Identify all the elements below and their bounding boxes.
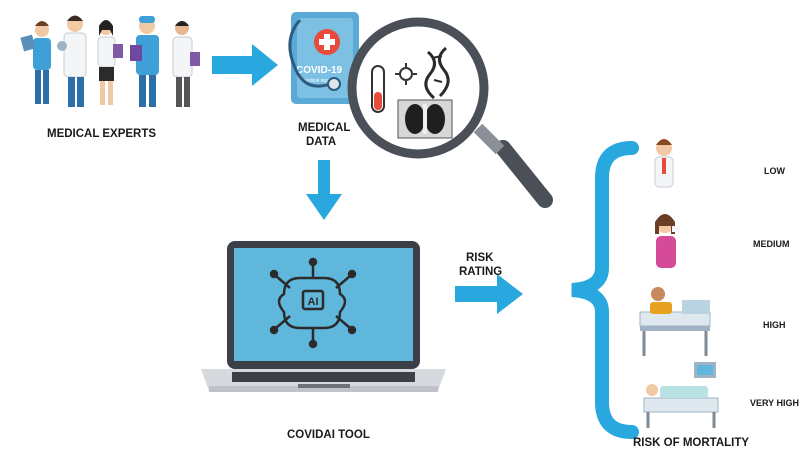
- covid-report-icon: COVID-19 medical report: [288, 12, 359, 104]
- hospital-bed-patient-icon: [639, 287, 711, 356]
- virus-icon: [395, 63, 417, 85]
- risk-of-mortality-label: RISK OF MORTALITY: [633, 437, 750, 449]
- chest-xray-icon: [397, 99, 453, 139]
- coughing-person-icon: [655, 214, 680, 268]
- doctor-icon: [57, 15, 87, 107]
- ai-chip-label: AI: [308, 296, 319, 308]
- report-title: COVID-19: [296, 65, 343, 76]
- risk-level-very-high: VERY HIGH: [750, 398, 800, 408]
- report-subtitle: medical report: [302, 78, 334, 84]
- doctor-icon: [20, 21, 51, 104]
- medical-data-label-line2: DATA: [306, 136, 337, 148]
- risk-level-high: HIGH: [763, 320, 786, 330]
- medical-experts-label: MEDICAL EXPERTS: [47, 128, 157, 140]
- curly-brace: [571, 141, 639, 439]
- doctor-icon: [172, 21, 200, 107]
- laptop-icon: AI: [201, 241, 446, 392]
- test-tube-icon: [371, 65, 385, 113]
- medical-experts-illustration: [20, 15, 200, 107]
- icu-bed-patient-icon: [643, 362, 719, 428]
- dna-icon: [424, 46, 450, 100]
- risk-rating-label-line2: RATING: [459, 266, 503, 278]
- arrow-right: [212, 44, 278, 86]
- covidai-tool-label: COVIDAI TOOL: [287, 429, 370, 441]
- risk-level-medium: MEDIUM: [753, 239, 790, 249]
- standing-person-icon: [654, 139, 674, 188]
- medical-data-label-line1: MEDICAL: [298, 122, 351, 134]
- magnifier-icon: [347, 17, 553, 208]
- risk-rating-label-line1: RISK: [466, 252, 494, 264]
- stethoscope-icon: [288, 18, 331, 88]
- surgeon-icon: [130, 16, 159, 107]
- ai-chip-icon: [269, 257, 357, 349]
- risk-level-low: LOW: [764, 166, 785, 176]
- arrow-down: [306, 160, 342, 220]
- arrow-right: [455, 274, 523, 314]
- nurse-icon: [97, 20, 123, 105]
